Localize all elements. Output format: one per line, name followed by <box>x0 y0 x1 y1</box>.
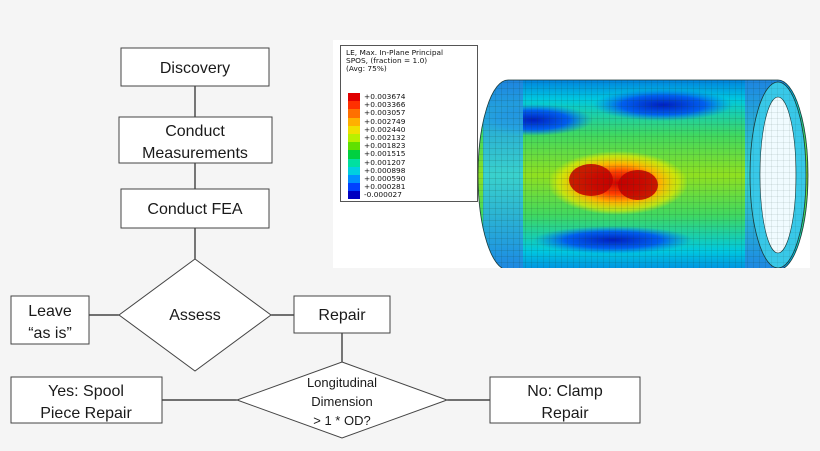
legend-row: +0.003366 <box>348 100 406 110</box>
node-yes-line-2: Piece Repair <box>40 405 132 422</box>
legend-value: +0.003674 <box>364 92 406 102</box>
legend-scale: +0.003674+0.003366+0.003057+0.002749+0.0… <box>348 92 406 200</box>
legend-swatch <box>348 174 360 184</box>
legend-swatch <box>348 166 360 175</box>
node-leave: Leave “as is” <box>10 295 90 345</box>
fea-legend: LE, Max. In-Plane Principal SPOS, (fract… <box>340 45 478 202</box>
legend-value: +0.002749 <box>364 116 406 126</box>
legend-row: +0.003674 <box>348 92 406 102</box>
legend-row: +0.000898 <box>348 165 406 175</box>
node-measure-line-1: Conduct <box>165 123 225 140</box>
legend-row: -0.000027 <box>348 190 405 200</box>
legend-row: +0.002132 <box>348 133 406 143</box>
node-decision-line-3: > 1 * OD? <box>313 413 370 428</box>
node-assess-label: Assess <box>169 307 221 324</box>
node-measure-line-2: Measurements <box>142 145 248 162</box>
node-leave-line-1: Leave <box>28 303 72 320</box>
legend-header-line-3: (Avg: 75%) <box>346 64 387 73</box>
node-no-line-1: No: Clamp <box>527 383 603 400</box>
legend-swatch <box>348 183 360 192</box>
legend-swatch <box>348 142 360 151</box>
legend-swatch <box>348 117 360 126</box>
legend-value: +0.002440 <box>364 124 406 134</box>
legend-row: +0.003057 <box>348 108 406 118</box>
node-decision-line-1: Longitudinal <box>307 375 377 390</box>
node-yes-line-1: Yes: Spool <box>48 383 124 400</box>
legend-swatch <box>348 191 360 200</box>
fea-contour-image: LE, Max. In-Plane Principal SPOS, (fract… <box>333 40 810 268</box>
node-discovery: Discovery <box>120 47 270 87</box>
legend-value: +0.003366 <box>364 100 406 110</box>
legend-header-line-2: SPOS, (fraction = 1.0) <box>346 56 428 65</box>
legend-row: +0.000590 <box>348 173 406 184</box>
node-decision: Longitudinal Dimension > 1 * OD? <box>235 361 449 439</box>
legend-value: -0.000027 <box>364 190 402 200</box>
pipe-mesh-render <box>477 79 809 268</box>
legend-value: +0.000281 <box>364 182 406 192</box>
legend-swatch <box>348 150 360 159</box>
legend-row: +0.002749 <box>348 116 406 126</box>
legend-header-line-1: LE, Max. In-Plane Principal <box>346 48 444 57</box>
legend-value: +0.000898 <box>364 165 406 175</box>
legend-swatch <box>348 158 360 167</box>
legend-value: +0.001207 <box>364 157 406 167</box>
node-discovery-label: Discovery <box>160 60 230 77</box>
legend-value: +0.002132 <box>364 133 406 143</box>
node-measure: Conduct Measurements <box>118 116 273 164</box>
legend-swatch <box>348 101 360 110</box>
legend-swatch <box>348 125 360 134</box>
node-decision-line-2: Dimension <box>311 394 372 409</box>
node-yes: Yes: Spool Piece Repair <box>10 376 163 424</box>
legend-value: +0.001823 <box>364 141 406 151</box>
node-assess: Assess <box>118 258 272 372</box>
fea-legend-header: LE, Max. In-Plane Principal SPOS, (fract… <box>346 49 477 73</box>
legend-swatch <box>348 133 360 143</box>
node-no-line-2: Repair <box>541 405 589 422</box>
node-repair: Repair <box>293 295 391 334</box>
legend-row: +0.001207 <box>348 157 406 167</box>
legend-value: +0.001515 <box>364 149 406 159</box>
legend-value: +0.003057 <box>364 108 406 118</box>
legend-value: +0.000590 <box>364 173 406 183</box>
node-no: No: Clamp Repair <box>489 376 641 424</box>
legend-swatch <box>348 93 360 102</box>
legend-row: +0.001823 <box>348 141 406 151</box>
node-fea: Conduct FEA <box>120 188 270 229</box>
legend-swatch <box>348 109 360 118</box>
node-fea-label: Conduct FEA <box>147 201 242 218</box>
node-repair-label: Repair <box>318 307 366 324</box>
legend-row: +0.001515 <box>348 149 406 159</box>
connectors <box>89 86 490 401</box>
legend-row: +0.002440 <box>348 124 406 134</box>
legend-row: +0.000281 <box>348 182 406 192</box>
node-leave-line-2: “as is” <box>28 325 72 342</box>
